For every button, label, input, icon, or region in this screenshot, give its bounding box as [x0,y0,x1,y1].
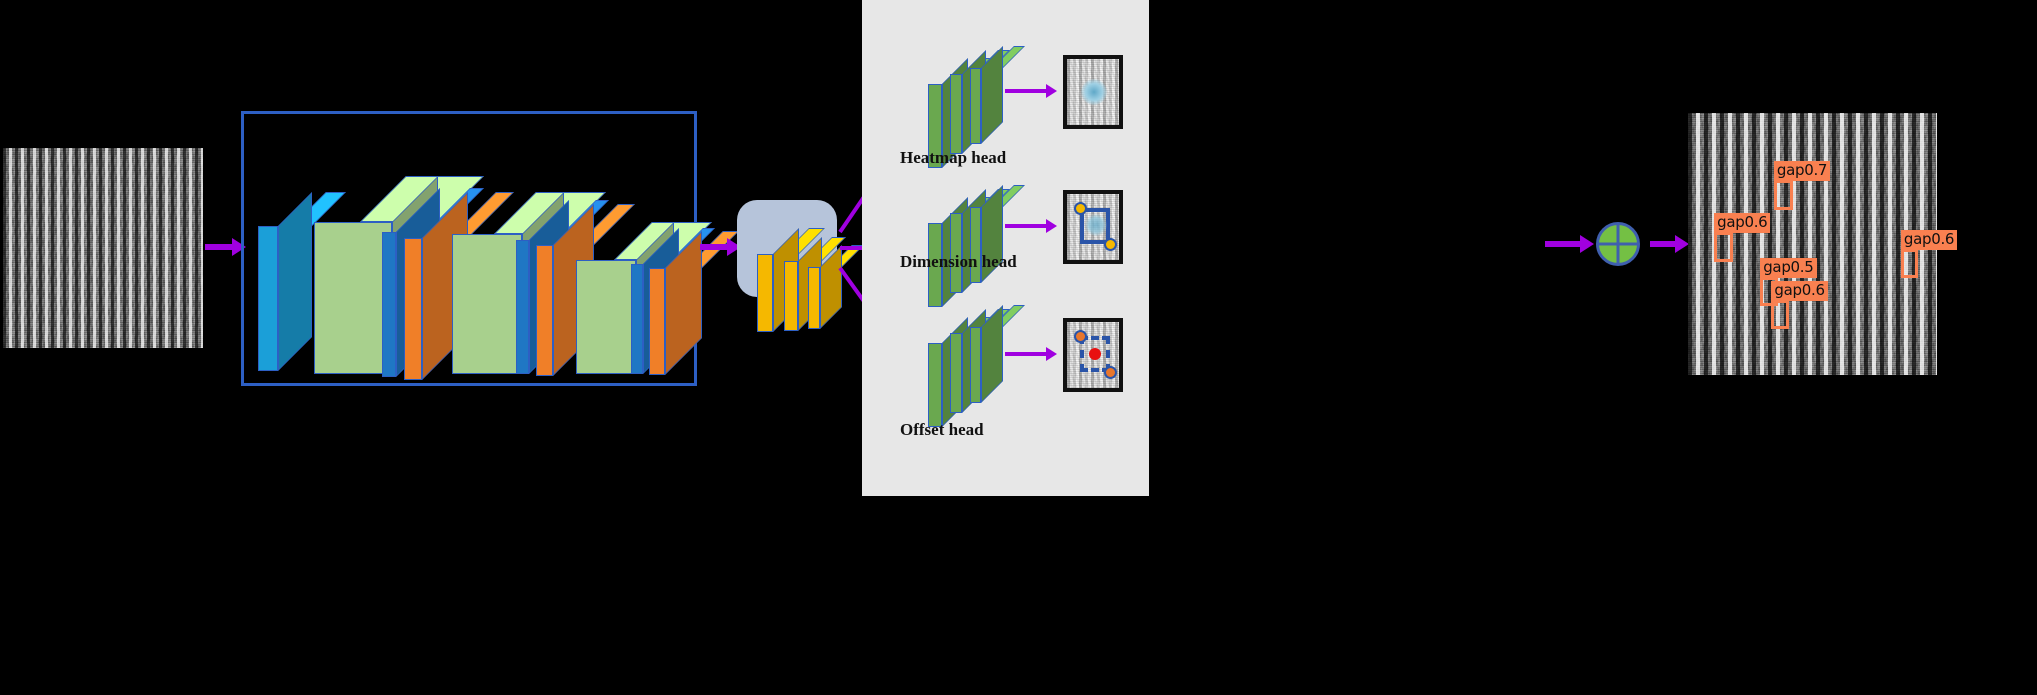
corner-dot-offset-0 [1074,330,1087,343]
head-label-heatmap: Heatmap head [900,148,1007,167]
backbone-block-7-feature [576,222,712,374]
head-offset-slab-2 [970,305,1025,403]
neck-slab-1-face [784,261,798,331]
head-dimension-slab-0 [928,197,994,307]
merge-node [1596,222,1640,266]
arrow-heatmap-to-output [1005,84,1057,98]
output-image [1688,113,1937,375]
head-output-thumb-heatmap [1063,55,1123,129]
neck-slab-2-face [808,267,820,329]
backbone-block-7-feature-face [576,260,636,374]
head-heatmap-slab-2-side [981,46,1003,144]
backbone-block-9-conv-side [665,231,702,375]
arrow-heads-to-merge [1545,235,1594,253]
backbone-block-2-conv [382,188,484,377]
detection-label: gap0.5 [1760,257,1817,278]
head-offset-slab-0 [928,317,994,427]
backbone-block-0-input-conv-face [258,226,278,371]
backbone-block-4-feature-face [452,234,522,374]
backbone-block-8-conv [631,228,715,374]
neck-slab-1 [784,237,846,331]
neck-slab-2 [808,245,864,329]
arrow-merge-to-output [1650,235,1689,253]
backbone-block-0-input-conv-side [278,192,312,371]
head-heatmap-slab-2-face [970,68,981,144]
backbone-block-5-conv-face [516,240,529,374]
head-offset-slab-2-side [981,305,1003,403]
backbone-block-6-conv-face [536,245,553,376]
arrow-backbone-to-neck [700,238,741,256]
backbone-block-8-conv-face [631,264,643,374]
backbone-block-3-conv-face [404,238,422,380]
backbone-block-1-feature [314,176,484,374]
backbone-block-9-conv [649,231,739,375]
backbone-block-1-feature-face [314,222,392,374]
bbox-rect-dimension [1080,208,1110,244]
bbox-rect-offset [1080,336,1110,372]
arrow-dimension-to-output [1005,219,1057,233]
corner-dot-offset-1 [1104,366,1117,379]
head-offset-slab-1 [950,309,1010,413]
arrow-offset-to-output [1005,347,1057,361]
head-dimension-slab-0-face [928,223,942,307]
head-offset-slab-2-face [970,327,981,403]
backbone-block-3-conv [404,192,514,380]
head-output-thumb-offset [1063,318,1123,392]
head-offset-slab-1-face [950,333,962,413]
arrow-input-to-backbone [205,238,246,256]
corner-dot-dimension-0 [1074,202,1087,215]
backbone-block-0-input-conv [258,192,346,371]
detection-box [1773,179,1793,210]
head-heatmap-slab-1 [950,50,1010,154]
dimension-center-blob [1085,214,1107,236]
head-dimension-slab-2-face [970,207,981,283]
neck-slab-0 [757,228,825,332]
head-dimension-slab-1 [950,189,1010,293]
backbone-block-2-conv-face [382,232,396,377]
head-heatmap-slab-2 [970,46,1025,144]
backbone-block-6-conv [536,204,635,376]
neck-slab-2-side [820,245,842,329]
detection-box [1900,249,1919,279]
head-label-dimension: Dimension head [900,252,1017,271]
head-output-thumb-dimension [1063,190,1123,264]
head-label-offset: Offset head [900,420,984,439]
head-dimension-slab-2 [970,185,1025,283]
detection-label: gap0.6 [1771,281,1828,302]
heatmap-peak-blob [1081,79,1107,105]
head-heatmap-slab-0-face [928,84,942,168]
input-image [3,148,203,348]
head-heatmap-slab-0 [928,58,994,168]
head-offset-slab-0-face [928,343,942,427]
detection-label: gap0.7 [1773,160,1831,181]
corner-dot-dimension-1 [1104,238,1117,251]
detection-box [1771,300,1789,330]
detection-box [1714,232,1733,263]
detection-label: gap0.6 [1900,230,1958,251]
backbone-block-5-conv [516,200,609,374]
backbone-block-9-conv-face [649,268,665,375]
merge-cross-vertical [1616,225,1620,263]
head-heatmap-slab-1-face [950,74,962,154]
neck-slab-0-face [757,254,773,332]
detection-label: gap0.6 [1714,213,1771,234]
offset-center-dot [1089,348,1101,360]
head-dimension-slab-1-face [950,213,962,293]
